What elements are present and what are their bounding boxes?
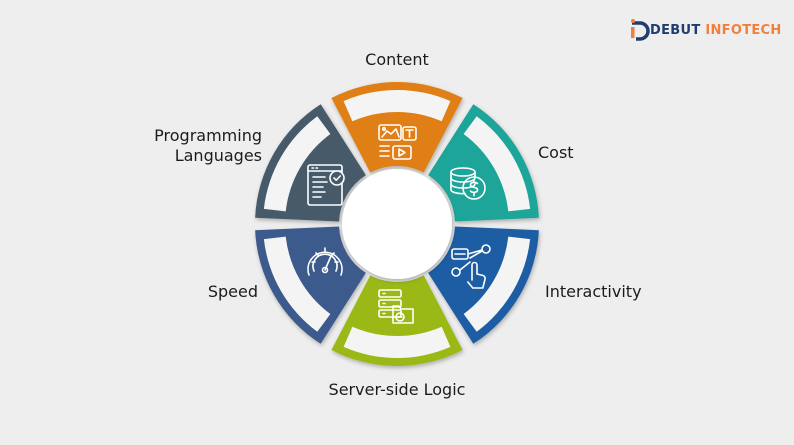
brand-logo: DEBUT INFOTECH: [628, 17, 782, 43]
speedometer-icon: [307, 247, 343, 276]
brand-name-part2: INFOTECH: [705, 22, 782, 38]
segment-outer-band: [263, 236, 331, 332]
segment-outer-band: [463, 116, 531, 212]
label-content: Content: [365, 50, 429, 69]
server-folder-icon: [378, 289, 414, 324]
label-interactivity: Interactivity: [545, 282, 642, 301]
label-programming-languages: Programming Languages: [154, 126, 262, 165]
logo-mark-icon: [631, 19, 650, 41]
segment-outer-band: [463, 236, 531, 332]
coins-dollar-icon: [450, 167, 486, 200]
wheel-segment-speed: [255, 226, 366, 344]
label-server-side-logic: Server-side Logic: [328, 380, 466, 399]
label-cost: Cost: [538, 143, 574, 162]
touch-interaction-icon: [451, 244, 491, 289]
wheel-segment-programming-languages: [255, 104, 366, 222]
brand-name-part1: DEBUT: [650, 22, 701, 38]
segment-outer-band: [263, 116, 331, 212]
brand-name: DEBUT INFOTECH: [650, 23, 782, 38]
wheel-segment-content: [331, 82, 463, 173]
content-media-icon: [378, 124, 417, 160]
segment-outer-band: [343, 89, 451, 122]
segment-outer-band: [343, 326, 451, 358]
label-speed: Speed: [207, 282, 258, 301]
code-checklist-icon: [307, 164, 345, 206]
center-hub: [342, 169, 452, 279]
